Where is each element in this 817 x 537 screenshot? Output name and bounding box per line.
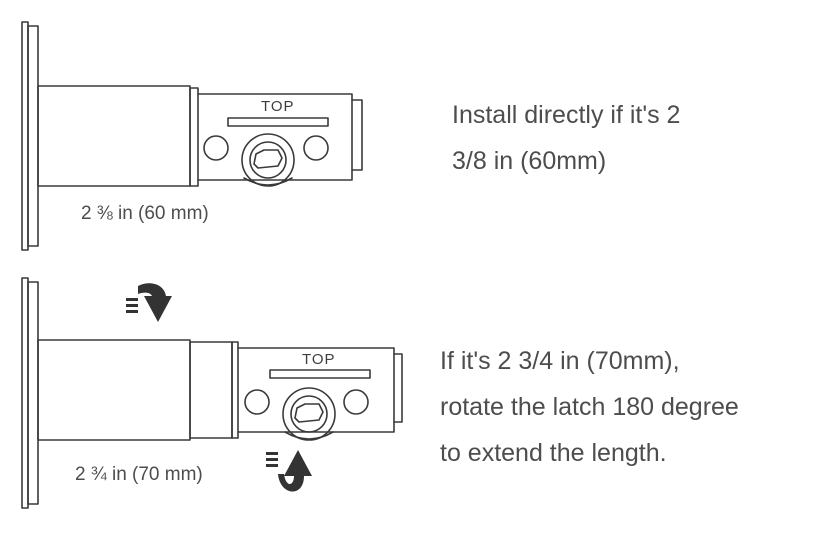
latch-70mm — [21, 277, 403, 509]
instruction-line: rotate the latch 180 degree — [440, 393, 739, 421]
latch-top-label: TOP — [261, 98, 295, 115]
latch-slot — [269, 369, 371, 379]
faceplate-inner — [27, 25, 39, 247]
cam-inner — [249, 141, 287, 179]
instruction-line: 3/8 in (60mm) — [452, 147, 607, 175]
faceplate-inner — [27, 281, 39, 505]
cam-outer — [282, 387, 336, 441]
measurement-60mm: 2 ⅜ in (60 mm) — [81, 203, 209, 224]
latch-body — [37, 85, 191, 187]
cam-outer — [241, 133, 295, 187]
instruction-70mm: If it's 2 3/4 in (70mm), rotate the latc… — [440, 338, 739, 476]
instruction-line: to extend the length. — [440, 439, 667, 467]
latch-60mm — [21, 21, 363, 251]
measurement-70mm: 2 ¾ in (70 mm) — [75, 464, 203, 485]
cam-inner — [290, 395, 328, 433]
instruction-60mm: Install directly if it's 2 3/8 in (60mm) — [452, 92, 680, 184]
instruction-line: If it's 2 3/4 in (70mm), — [440, 347, 680, 375]
extension-sleeve — [189, 341, 233, 439]
latch-slot — [227, 117, 329, 127]
screw-hole-left — [203, 135, 229, 161]
latch-top-label: TOP — [302, 351, 336, 368]
faceplate — [21, 277, 29, 509]
rotate-arrow-down-icon — [126, 283, 172, 322]
screw-hole-right — [303, 135, 329, 161]
rotate-arrow-up-icon — [266, 450, 312, 492]
instruction-line: Install directly if it's 2 — [452, 101, 681, 129]
latch-body — [37, 339, 191, 441]
screw-hole-left — [244, 389, 270, 415]
screw-hole-right — [343, 389, 369, 415]
faceplate — [21, 21, 29, 251]
